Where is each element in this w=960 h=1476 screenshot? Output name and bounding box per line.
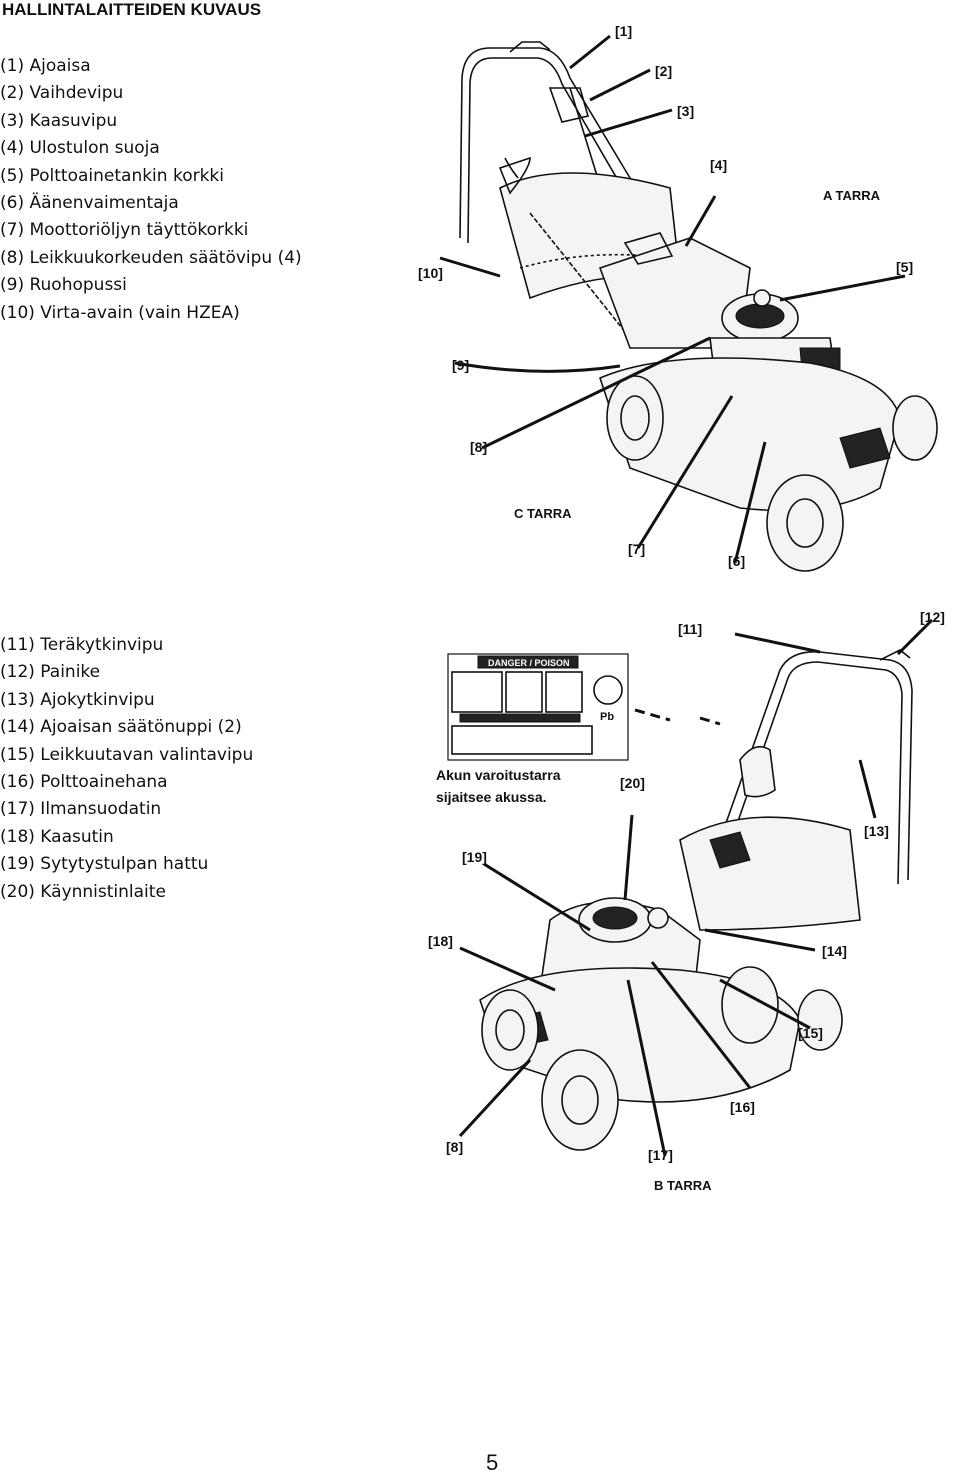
list-item: (13) Ajokytkinvipu (0, 689, 155, 710)
callout-5: [5] (896, 259, 913, 275)
list-item: (14) Ajoaisan säätönuppi (2) (0, 717, 242, 738)
callout-8: [8] (446, 1139, 463, 1155)
callout-9: [9] (452, 357, 469, 373)
callout-13: [13] (864, 823, 889, 839)
callout-6: [6] (728, 553, 745, 569)
callout-8: [8] (470, 439, 487, 455)
list-item: (15) Leikkuutavan valintavipu (0, 744, 254, 765)
callout-3: [3] (677, 103, 694, 119)
list-item: (17) Ilmansuodatin (0, 799, 162, 820)
list-item: (6) Äänenvaimentaja (0, 193, 179, 214)
battery-note-line1: Akun varoitustarra (436, 767, 561, 783)
wheel-illustration (481, 966, 843, 1151)
battery-warning-sticker: DANGER / POISON Pb (447, 653, 629, 761)
parts-list-bottom: (11) Teräkytkinvipu (12) Painike (13) Aj… (0, 632, 253, 906)
list-item: (19) Sytytystulpan hattu (0, 854, 209, 875)
callout-leader-lines (439, 34, 906, 564)
mower-handle-illustration (459, 41, 661, 244)
list-item: (5) Polttoainetankin korkki (0, 165, 225, 186)
mower-deck-illustration (599, 357, 901, 512)
tarra-b-label: B TARRA (654, 1178, 712, 1193)
list-item: (8) Leikkuukorkeuden säätövipu (4) (0, 247, 302, 268)
callout-18: [18] (428, 933, 453, 949)
grass-bag-illustration (679, 816, 861, 931)
callout-4: [4] (710, 157, 727, 173)
list-item: (4) Ulostulon suoja (0, 138, 160, 159)
list-item: (12) Painike (0, 662, 101, 683)
page-title: HALLINTALAITTEIDEN KUVAUS (2, 0, 262, 19)
list-item: (10) Virta-avain (vain HZEA) (0, 302, 240, 323)
page-number: 5 (486, 1450, 499, 1475)
sticker-pb: Pb (600, 711, 614, 723)
wheel-illustration (606, 375, 938, 572)
mower-diagram-top: [1] [2] [3] [4] [5] [10] [9] [8] [7] [6]… (418, 23, 938, 572)
list-item: (1) Ajoaisa (0, 56, 91, 76)
callout-11: [11] (678, 621, 702, 637)
callout-10: [10] (418, 265, 443, 281)
list-item: (16) Polttoainehana (0, 772, 168, 793)
sticker-header: DANGER / POISON (488, 658, 570, 668)
callout-20: [20] (620, 775, 645, 791)
callout-15: [15] (798, 1025, 823, 1041)
list-item: (9) Ruohopussi (0, 275, 127, 296)
callout-14: [14] (822, 943, 847, 959)
list-item: (3) Kaasuvipu (0, 110, 118, 131)
callout-17: [17] (648, 1147, 673, 1163)
callout-12: [12] (920, 609, 945, 625)
parts-list-top: (1) Ajoaisa (2) Vaihdevipu (3) Kaasuvipu… (0, 53, 302, 327)
battery-note-line2: sijaitsee akussa. (436, 789, 547, 805)
list-item: (18) Kaasutin (0, 826, 114, 847)
list-item: (20) Käynnistinlaite (0, 881, 166, 902)
callout-2: [2] (655, 63, 672, 79)
callout-1: [1] (615, 23, 632, 39)
mower-diagram-bottom: DANGER / POISON Pb Akun varoitustarra si… (428, 609, 945, 1193)
list-item: (11) Teräkytkinvipu (0, 635, 164, 655)
list-item: (2) Vaihdevipu (0, 83, 124, 104)
callout-7: [7] (628, 541, 645, 557)
list-item: (7) Moottoriöljyn täyttökorkki (0, 220, 249, 241)
tarra-c-label: C TARRA (514, 506, 572, 521)
tarra-a-label: A TARRA (823, 188, 881, 203)
mower-handle-illustration (719, 649, 913, 885)
callout-leader-lines (458, 618, 934, 1157)
callout-19: [19] (462, 849, 487, 865)
callout-16: [16] (730, 1099, 755, 1115)
